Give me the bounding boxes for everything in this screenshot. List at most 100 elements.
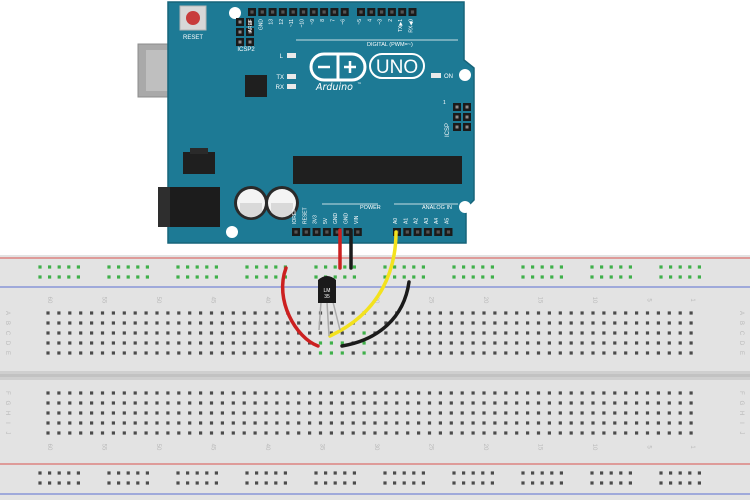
breadboard-hole: [504, 421, 508, 425]
breadboard-hole: [536, 431, 541, 435]
wire-breadboard-black[interactable]: [340, 280, 411, 348]
breadboard-hole: [482, 331, 486, 335]
breadboard-hole: [635, 321, 639, 325]
breadboard-hole: [656, 421, 660, 425]
breadboard-hole: [188, 351, 192, 355]
breadboard-hole: [199, 341, 203, 345]
breadboard-hole: [90, 421, 94, 425]
breadboard-hole: [515, 421, 519, 425]
icsp-label: ICSP: [445, 123, 451, 137]
rail-hole: [205, 481, 209, 485]
breadboard-hole: [471, 331, 475, 335]
breadboard-hole: [656, 401, 660, 405]
rail-hole: [274, 481, 278, 485]
rail-hole: [107, 471, 111, 475]
breadboard-hole: [384, 411, 388, 415]
rail-hole: [609, 471, 613, 475]
rail-hole: [393, 275, 397, 279]
wire-signal-yellow[interactable]: [328, 230, 398, 338]
breadboard-hole: [362, 411, 366, 415]
breadboard-hole: [569, 411, 573, 415]
breadboard-hole: [602, 321, 606, 325]
breadboard-hole: [449, 411, 453, 415]
breadboard-hole: [460, 421, 464, 425]
wire-breadboard-red[interactable]: [280, 266, 320, 348]
breadboard-hole: [188, 401, 192, 405]
breadboard-hole: [275, 341, 279, 345]
breadboard-hole: [482, 411, 486, 415]
breadboard-hole: [417, 321, 421, 325]
breadboard-hole: [515, 341, 519, 345]
rail-hole: [550, 275, 554, 279]
breadboard-hole: [384, 321, 388, 325]
breadboard-hole: [188, 311, 192, 315]
breadboard-hole: [242, 311, 246, 315]
rail-hole: [274, 265, 278, 269]
breadboard-hole: [68, 431, 72, 435]
rail-hole: [195, 275, 199, 279]
sensor-body: [318, 276, 336, 303]
rail-hole: [67, 275, 71, 279]
breadboard-hole: [504, 401, 508, 405]
breadboard-hole: [602, 411, 606, 415]
breadboard-hole: [253, 341, 257, 345]
breadboard-hole: [100, 421, 105, 425]
breadboard-hole: [427, 411, 432, 415]
breadboard-hole: [427, 311, 432, 315]
breadboard-hole: [133, 351, 137, 355]
rail-hole: [678, 471, 682, 475]
breadboard-hole: [209, 421, 214, 425]
breadboard-hole: [635, 411, 639, 415]
capacitor-left: [234, 186, 268, 220]
row-letter: F: [738, 391, 744, 395]
breadboard-hole: [351, 431, 355, 435]
breadboard-hole: [427, 401, 432, 405]
rail-hole: [76, 471, 80, 475]
breadboard-hole: [471, 341, 475, 345]
breadboard-hole: [624, 411, 628, 415]
breadboard-hole: [188, 421, 192, 425]
rail-hole: [521, 275, 525, 279]
rail-hole: [333, 275, 337, 279]
breadboard-hole: [340, 421, 344, 425]
breadboard-hole: [438, 311, 442, 315]
reset-button-cap[interactable]: [186, 11, 200, 25]
breadboard-hole: [373, 411, 377, 415]
breadboard-hole: [220, 391, 224, 395]
breadboard-hole: [188, 341, 192, 345]
breadboard-hole: [449, 311, 453, 315]
breadboard-hole: [449, 401, 453, 405]
rail-hole: [145, 481, 149, 485]
breadboard-hole: [231, 331, 235, 335]
lm35-temperature-sensor[interactable]: LM 35: [318, 276, 341, 337]
column-number: 40: [264, 444, 270, 451]
breadboard-hole: [438, 411, 442, 415]
breadboard-hole: [111, 321, 115, 325]
rail-hole: [186, 265, 190, 269]
breadboard-hole: [177, 431, 181, 435]
breadboard-hole: [329, 401, 333, 405]
arduino-logo: [309, 52, 367, 82]
breadboard-hole: [395, 331, 399, 335]
mount-hole: [226, 226, 238, 238]
rail-hole: [107, 275, 111, 279]
rail-hole: [421, 471, 425, 475]
rail-hole: [590, 265, 594, 269]
rail-hole: [402, 265, 406, 269]
breadboard-hole: [318, 351, 323, 355]
breadboard-hole: [275, 421, 279, 425]
column-number: 20: [482, 297, 488, 304]
rail-hole: [126, 481, 130, 485]
breadboard-hole: [460, 341, 464, 345]
rail-hole: [255, 265, 259, 269]
rail-hole: [343, 471, 347, 475]
breadboard-hole: [536, 331, 541, 335]
rail-hole: [76, 481, 80, 485]
breadboard-hole: [645, 391, 650, 395]
led-l: [287, 53, 296, 58]
rail-hole: [669, 275, 673, 279]
pin-label: ~9: [310, 19, 316, 25]
breadboard-hole: [209, 331, 214, 335]
